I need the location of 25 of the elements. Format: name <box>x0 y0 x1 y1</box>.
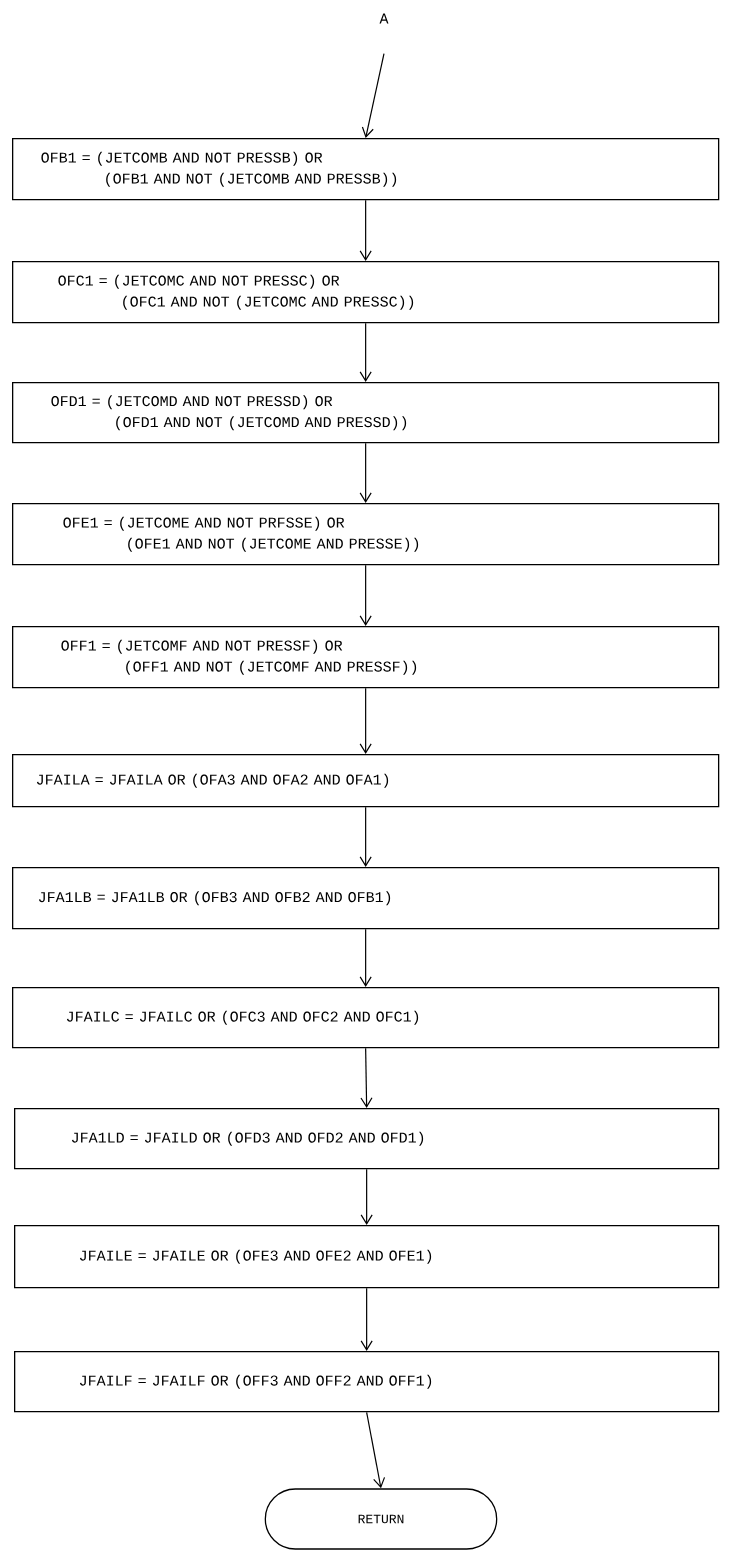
arrow <box>359 564 372 626</box>
arrow <box>360 1168 373 1225</box>
terminal-box: RETURN <box>264 1488 498 1550</box>
process-box: OFB1 = (JETCOMB AND NOT PRESSB) OR (OFB1 AND NOT (JETCOMB AND PRESSB)) <box>12 138 720 201</box>
arrow <box>360 1047 373 1108</box>
process-box: JFA1LB = JFA1LB OR (OFB3 AND OFB2 AND OFB1) <box>12 867 720 930</box>
process-box: OFC1 = (JETCOMC AND NOT PRESSC) OR (OFC1 AND NOT (JETCOMC AND PRESSC)) <box>12 261 720 324</box>
arrow <box>359 687 372 754</box>
process-box: JFAILC = JFAILC OR (OFC3 AND OFC2 AND OFC1) <box>12 987 720 1049</box>
process-box: OFF1 = (JETCOMF AND NOT PRESSF) OR (OFF1 AND NOT (JETCOMF AND PRESSF)) <box>12 626 720 689</box>
arrow <box>359 442 372 503</box>
connector-label: A <box>379 13 389 24</box>
process-box: OFD1 = (JETCOMD AND NOT PRESSD) OR (OFD1 AND NOT (JETCOMD AND PRESSD)) <box>12 382 720 444</box>
process-box: JFAILA = JFAILA OR (OFA3 AND OFA2 AND OFA1) <box>12 754 720 808</box>
arrow <box>361 53 385 138</box>
arrow <box>359 322 372 383</box>
arrow <box>359 199 372 261</box>
process-box: OFE1 = (JETCOME AND NOT PRFSSE) OR (OFE1 AND NOT (JETCOME AND PRESSE)) <box>12 503 720 566</box>
process-box: JFAILE = JFAILE OR (OFE3 AND OFE2 AND OFE1) <box>14 1225 720 1289</box>
arrow <box>359 928 372 987</box>
arrow <box>366 1411 386 1489</box>
process-box: JFAILF = JFAILF OR (OFF3 AND OFF2 AND OFF1) <box>14 1351 720 1413</box>
process-box: JFA1LD = JFAILD OR (OFD3 AND OFD2 AND OFD1) <box>14 1108 720 1170</box>
arrow <box>360 1287 373 1351</box>
arrow <box>359 806 372 867</box>
